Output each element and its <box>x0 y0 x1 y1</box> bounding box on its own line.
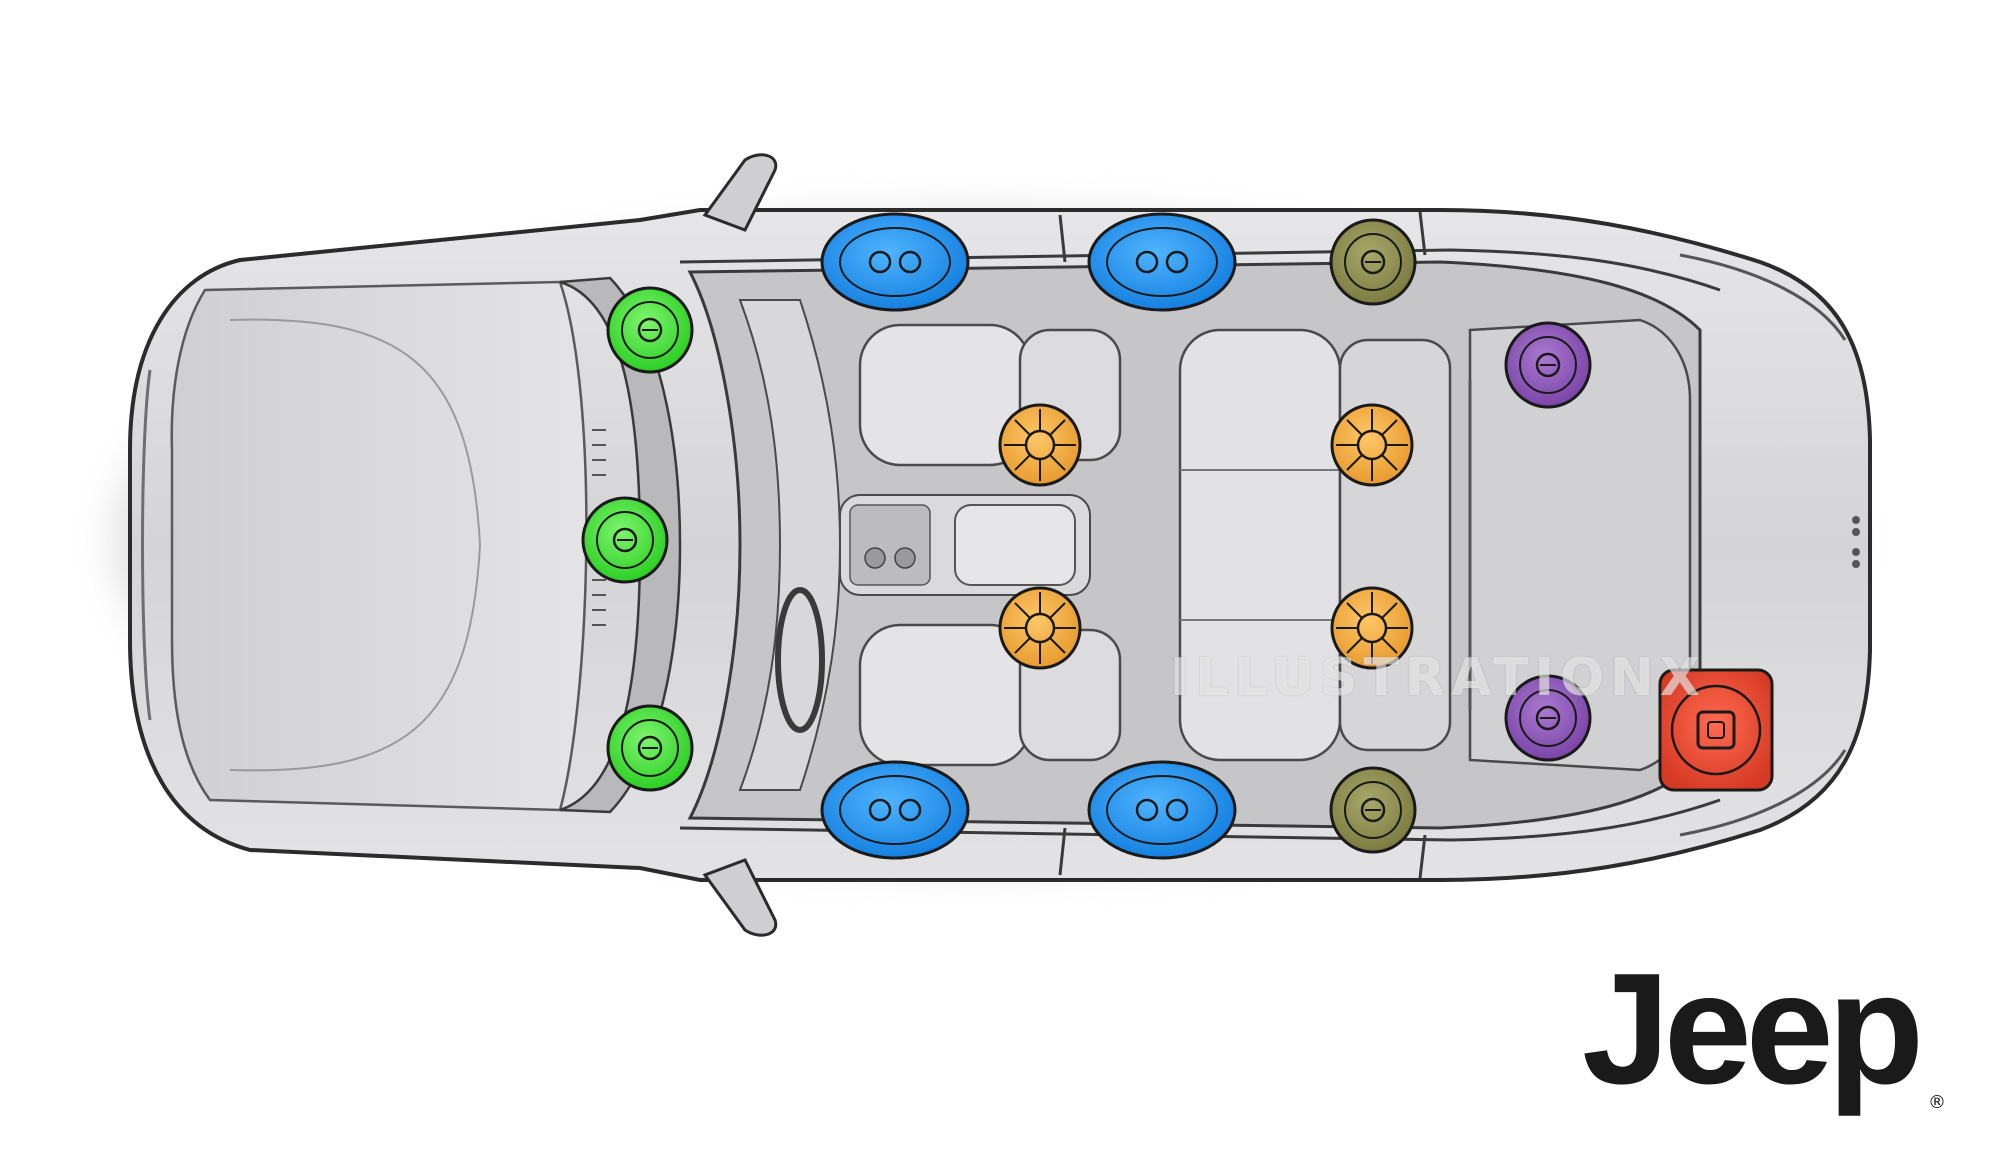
speaker-rear-pillar-left <box>1504 321 1592 409</box>
subwoofer <box>1658 668 1774 792</box>
speaker-front-door-left <box>820 212 970 312</box>
speaker-front-dash-right <box>606 704 694 792</box>
speaker-headrest-front-left <box>998 403 1082 487</box>
speaker-headrest-rear-right <box>1330 586 1414 670</box>
speaker-front-door-right <box>820 760 970 860</box>
watermark: ILLUSTRATIONX <box>1170 648 1706 708</box>
speaker-headrest-rear-left <box>1330 403 1414 487</box>
speaker-rear-door-right <box>1329 766 1417 854</box>
registered-mark: ® <box>1928 1092 1946 1113</box>
speaker-rear-door-oval-right <box>1087 760 1237 860</box>
speaker-rear-door-oval-left <box>1087 212 1237 312</box>
speaker-headrest-front-right <box>998 586 1082 670</box>
jeep-logo: Jeep <box>1582 941 1924 1117</box>
speaker-front-dash-left <box>606 286 694 374</box>
left-mirror <box>702 153 778 232</box>
speaker-rear-pillar-right <box>1504 674 1592 762</box>
speaker-rear-door-left <box>1329 218 1417 306</box>
speaker-front-dash-center <box>581 496 669 584</box>
right-mirror <box>702 858 778 937</box>
